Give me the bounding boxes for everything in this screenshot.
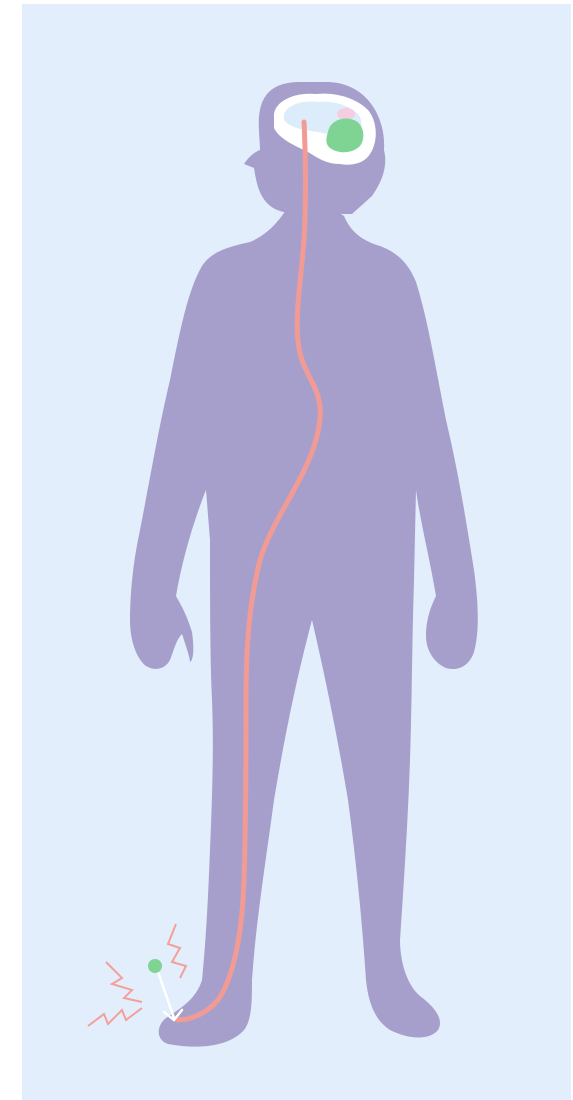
- brain-pink-region: [337, 108, 355, 120]
- zigzag-left: [106, 962, 142, 1002]
- zigzag-bottom: [88, 1008, 142, 1026]
- torso-limbs-silhouette: [130, 208, 478, 1047]
- zigzag-top: [168, 924, 186, 978]
- receptor-dot: [148, 959, 162, 973]
